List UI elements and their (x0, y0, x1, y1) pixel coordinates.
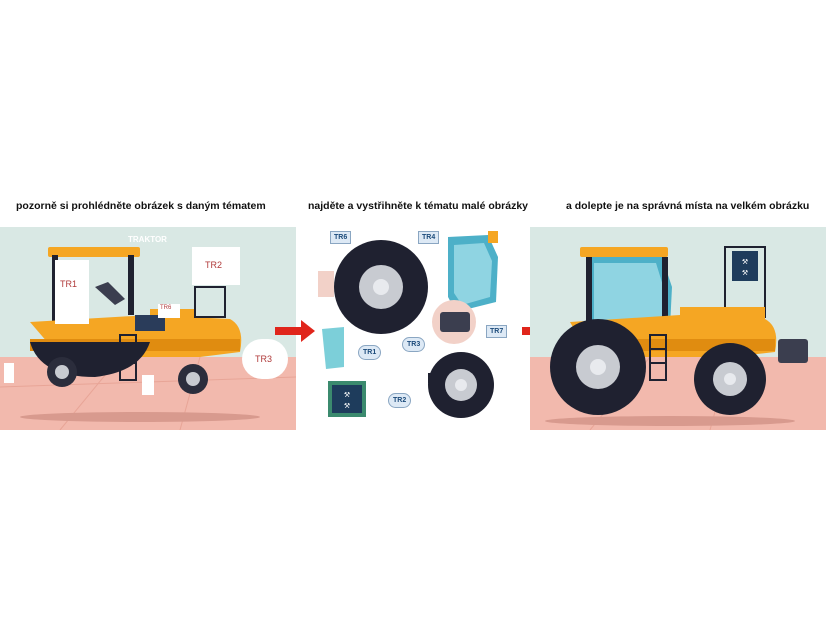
svg-text:⚒: ⚒ (742, 269, 748, 277)
step-1-label: pozorně si prohlédněte obrázek s daným t… (16, 200, 266, 212)
panel-complete-tractor: ⚒ ⚒ (530, 227, 826, 430)
piece-tag-tr2: TR2 (388, 393, 412, 408)
panel-cutout-pieces: ⚒ ⚒ TR6 TR4 TR1 TR3 TR7 TR2 (316, 227, 516, 430)
piece-tag-tr7: TR7 (486, 325, 508, 338)
complete-tractor-illustration: ⚒ ⚒ (530, 227, 826, 430)
blank-rear-wheel-label: TR6 (160, 305, 172, 311)
blank-front-weight (242, 339, 288, 379)
piece-tag-tr6: TR6 (330, 231, 352, 244)
blank-rear-wheel (158, 304, 180, 318)
blank-window-label: TR1 (60, 279, 78, 289)
blank-window (55, 260, 89, 324)
svg-text:⚒: ⚒ (344, 402, 350, 410)
theme-title: TRAKTOR (128, 235, 167, 244)
panel-incomplete-tractor: TR1 TR2 TR3 TR6 TRAKTOR (0, 227, 296, 430)
piece-tag-tr4: TR4 (418, 231, 440, 244)
blank-front-weight-label: TR3 (255, 354, 273, 364)
step-2-label: najděte a vystřihněte k tématu malé obrá… (308, 200, 529, 212)
piece-tag-tr1: TR1 (358, 345, 382, 360)
incomplete-tractor-illustration (0, 227, 296, 430)
blank-tool-panel-label: TR2 (205, 260, 223, 270)
svg-text:⚒: ⚒ (742, 258, 748, 266)
cutout-pieces-illustration: ⚒ ⚒ (318, 231, 498, 418)
arrow-right-icon (275, 320, 315, 342)
svg-text:⚒: ⚒ (344, 391, 350, 399)
blank-left-edge (4, 363, 14, 383)
step-3-label: a dolepte je na správná místa na velkém … (566, 200, 810, 212)
blank-tool-panel (192, 247, 240, 285)
piece-tag-tr3: TR3 (402, 337, 426, 352)
blank-step (142, 375, 154, 395)
